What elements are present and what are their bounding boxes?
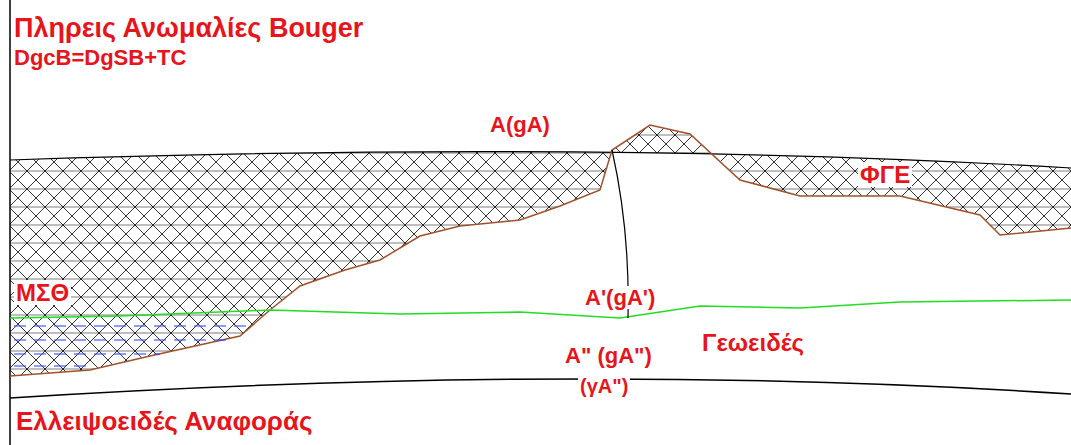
- point-label: A'(gA'): [583, 286, 657, 309]
- terrain-surface: [10, 125, 1071, 376]
- geoid-line: [10, 300, 1071, 318]
- diagram-title: Πληρεις Ανωμαλίες Bouger: [12, 14, 365, 42]
- surface-label: Γεωειδές: [700, 330, 806, 355]
- surface-label: Ελλειψοειδές Αναφοράς: [14, 408, 314, 435]
- region-label: ΦΓΕ: [858, 162, 912, 187]
- region-label: ΜΣΘ: [14, 280, 71, 305]
- topographic-masses: [10, 125, 1071, 376]
- ellipsoid-line: [10, 379, 1071, 398]
- point-label: A(gA): [488, 113, 552, 136]
- point-label: (γA"): [578, 376, 630, 397]
- point-label: A" (gA"): [563, 344, 654, 367]
- formula: DgcB=DgSB+TC: [12, 46, 188, 69]
- sea-water: [14, 326, 250, 366]
